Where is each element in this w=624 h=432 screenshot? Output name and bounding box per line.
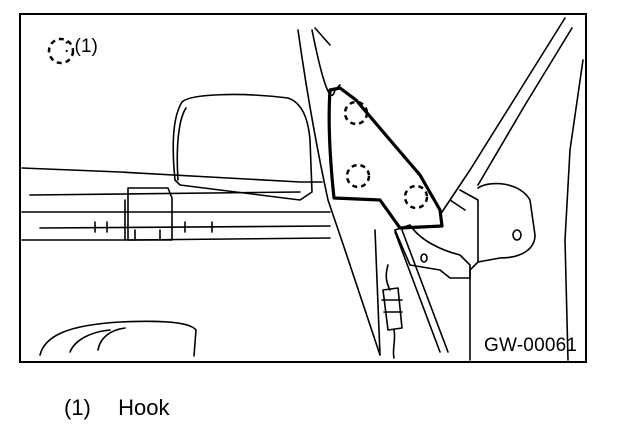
caption: (1) Hook bbox=[64, 395, 169, 421]
a-pillar bbox=[297, 29, 381, 356]
door-beltline bbox=[21, 167, 323, 183]
figure-code: GW-00061 bbox=[484, 335, 578, 356]
windshield-edge bbox=[439, 17, 566, 216]
legend-label: : (1) bbox=[64, 36, 98, 57]
hook-dashed-circle-icon bbox=[403, 184, 429, 210]
line-art bbox=[21, 17, 584, 361]
interior-trim bbox=[39, 320, 197, 357]
side-mirror bbox=[172, 93, 313, 201]
wire-connector bbox=[382, 287, 403, 331]
legend-dashed-circle-icon bbox=[47, 37, 75, 65]
body-panel bbox=[477, 182, 536, 263]
hook-dashed-circle-icon bbox=[345, 163, 371, 189]
mirror-base-block bbox=[127, 187, 173, 241]
bracket bbox=[394, 224, 471, 279]
caption-number: (1) bbox=[64, 395, 91, 420]
mirror-trim-cover bbox=[327, 86, 444, 230]
figure-frame bbox=[19, 13, 587, 363]
caption-text: Hook bbox=[118, 395, 170, 420]
hook-dashed-circle-icon bbox=[343, 100, 369, 126]
